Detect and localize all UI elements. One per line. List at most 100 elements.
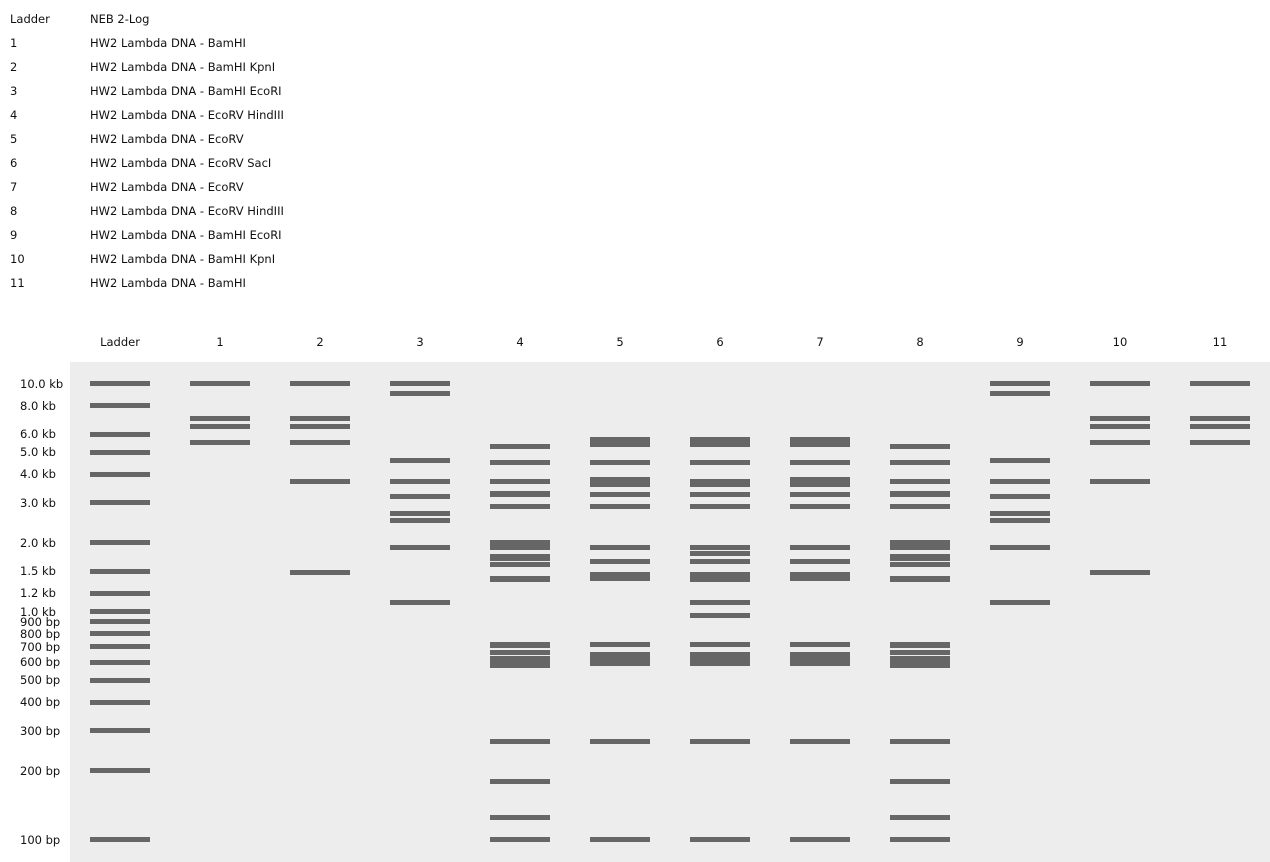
dna-band [490, 662, 550, 668]
dna-band [590, 442, 650, 447]
dna-band [590, 492, 650, 498]
legend-sample-name: HW2 Lambda DNA - EcoRV HindIII [90, 108, 284, 122]
dna-band [890, 778, 950, 784]
dna-band [890, 837, 950, 842]
legend-key: 5 [10, 132, 18, 146]
dna-band [490, 656, 550, 662]
dna-band [690, 550, 750, 556]
dna-band [790, 476, 850, 482]
legend-key: 8 [10, 204, 18, 218]
dna-band [890, 479, 950, 485]
dna-band [590, 837, 650, 842]
size-label: 500 bp [20, 673, 61, 688]
dna-band [590, 572, 650, 578]
dna-band [590, 656, 650, 662]
legend-sample-name: HW2 Lambda DNA - BamHI KpnI [90, 60, 276, 74]
dna-band [390, 381, 450, 386]
dna-band [890, 577, 950, 583]
dna-band [490, 460, 550, 466]
dna-band [290, 381, 350, 386]
dna-band [1090, 416, 1150, 422]
dna-band [890, 553, 950, 559]
dna-band [490, 540, 550, 546]
size-label: 5.0 kb [20, 445, 56, 460]
dna-band [790, 482, 850, 488]
legend-sample-name: HW2 Lambda DNA - EcoRV HindIII [90, 204, 284, 218]
dna-band [1090, 570, 1150, 576]
dna-band [590, 503, 650, 509]
dna-band [390, 510, 450, 516]
dna-band [390, 493, 450, 499]
dna-band [90, 728, 150, 734]
dna-band [690, 482, 750, 488]
dna-band [590, 641, 650, 647]
dna-band [890, 545, 950, 551]
dna-band [590, 738, 650, 744]
dna-band [290, 416, 350, 422]
size-label: 6.0 kb [20, 427, 56, 442]
dna-band [690, 559, 750, 565]
legend-sample-name: NEB 2-Log [90, 12, 150, 26]
dna-band [590, 559, 650, 565]
lane-header: 4 [516, 335, 524, 349]
dna-band [790, 575, 850, 581]
dna-band [90, 644, 150, 650]
dna-band [490, 778, 550, 784]
legend-sample-name: HW2 Lambda DNA - EcoRV [90, 180, 244, 194]
dna-band [90, 609, 150, 614]
dna-band [690, 492, 750, 498]
dna-band [390, 479, 450, 485]
dna-band [290, 440, 350, 446]
dna-band [790, 436, 850, 442]
dna-band [590, 661, 650, 667]
legend-key: 7 [10, 180, 18, 194]
dna-band [690, 572, 750, 578]
legend-sample-name: HW2 Lambda DNA - EcoRV SacI [90, 156, 272, 170]
legend-key: 10 [10, 252, 25, 266]
lane-header: 11 [1212, 335, 1228, 349]
legend-key: 4 [10, 108, 18, 122]
legend-sample-name: HW2 Lambda DNA - BamHI EcoRI [90, 84, 282, 98]
dna-band [490, 503, 550, 509]
dna-band [690, 837, 750, 842]
size-label: 600 bp [20, 655, 61, 670]
dna-band [990, 545, 1050, 551]
dna-band [490, 814, 550, 820]
dna-band [490, 837, 550, 842]
legend-sample-name: HW2 Lambda DNA - BamHI KpnI [90, 252, 276, 266]
legend-sample-name: HW2 Lambda DNA - EcoRV [90, 132, 244, 146]
legend-sample-name: HW2 Lambda DNA - BamHI [90, 36, 246, 50]
dna-band [690, 641, 750, 647]
dna-band [490, 443, 550, 449]
legend-key: Ladder [10, 12, 50, 26]
dna-band [890, 556, 950, 562]
legend-key: 6 [10, 156, 18, 170]
dna-band [290, 423, 350, 429]
dna-band [490, 479, 550, 485]
dna-band [790, 503, 850, 509]
dna-band [90, 631, 150, 637]
dna-band [890, 738, 950, 744]
dna-band [390, 545, 450, 551]
dna-band [90, 619, 150, 625]
dna-band [790, 572, 850, 578]
dna-band [890, 662, 950, 668]
legend-sample-name: HW2 Lambda DNA - BamHI EcoRI [90, 228, 282, 242]
lane-header: 10 [1112, 335, 1128, 349]
dna-band [690, 436, 750, 442]
legend-key: 3 [10, 84, 18, 98]
lane-header: Ladder [100, 335, 140, 349]
dna-band [1090, 381, 1150, 386]
dna-band [690, 661, 750, 667]
dna-band [90, 449, 150, 455]
dna-band [90, 381, 150, 386]
dna-band [190, 440, 250, 446]
dna-band [490, 738, 550, 744]
dna-band [90, 837, 150, 842]
dna-band [190, 423, 250, 429]
dna-band [690, 460, 750, 466]
dna-band [890, 443, 950, 449]
dna-band [990, 391, 1050, 397]
dna-band [1190, 381, 1250, 386]
dna-band [90, 431, 150, 437]
